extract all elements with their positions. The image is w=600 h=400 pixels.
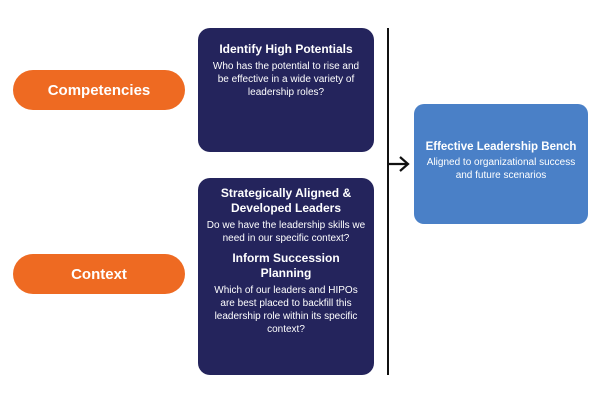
effective-leadership-bench-title: Effective Leadership Bench [425, 141, 577, 153]
identify-high-potentials-box: Identify High Potentials Who has the pot… [198, 28, 374, 152]
context-label: Context [71, 265, 127, 283]
strategic-succession-box: Strategically Aligned & Developed Leader… [198, 178, 374, 375]
succession-planning-body: Which of our leaders and HIPOs are best … [214, 285, 358, 335]
vertical-divider [387, 28, 389, 375]
context-pill: Context [13, 254, 185, 294]
identify-high-potentials-body: Who has the potential to rise and be eff… [212, 61, 360, 98]
effective-leadership-bench-box: Effective Leadership Bench Aligned to or… [414, 104, 588, 224]
competencies-pill: Competencies [13, 70, 185, 110]
effective-leadership-bench-body: Aligned to organizational success and fu… [426, 157, 576, 181]
succession-planning-title: Inform Succession Planning [232, 251, 340, 280]
strategically-aligned-title: Strategically Aligned & Developed Leader… [220, 186, 352, 215]
competencies-label: Competencies [47, 81, 151, 99]
strategically-aligned-body: Do we have the leadership skills we need… [206, 220, 366, 244]
right-arrow-icon [388, 156, 410, 172]
identify-high-potentials-title: Identify High Potentials [219, 42, 353, 56]
